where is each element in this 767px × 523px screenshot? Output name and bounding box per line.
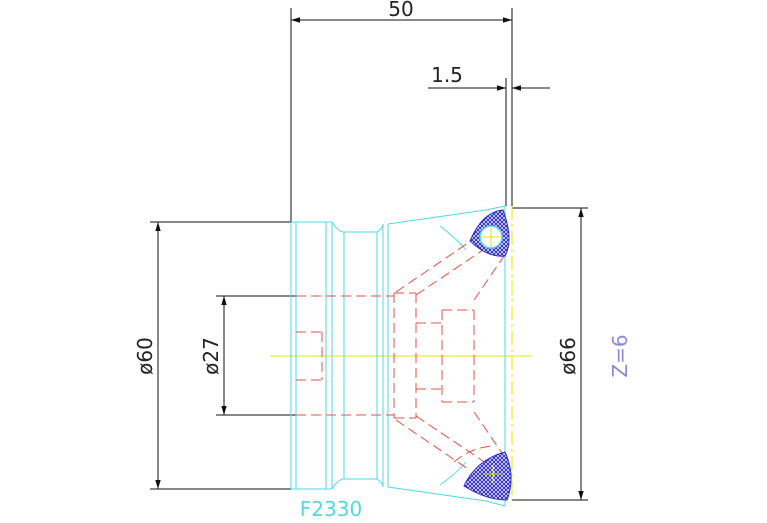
dimension-60-label: ø60 [133,337,157,375]
dimension-27-label: ø27 [199,337,223,375]
dimension-1-5-label: 1.5 [431,63,463,87]
dimension-50-label: 50 [388,0,413,21]
insert-triangle-top [469,209,510,257]
insert-triangle-bottom [463,451,512,501]
teeth-count-label: Z=6 [608,334,632,377]
body-outline [290,205,506,507]
dimension-lines [150,8,588,501]
hidden-lines [296,242,505,470]
dimension-66-label: ø66 [556,337,580,375]
part-code-label: F2330 [300,497,362,521]
